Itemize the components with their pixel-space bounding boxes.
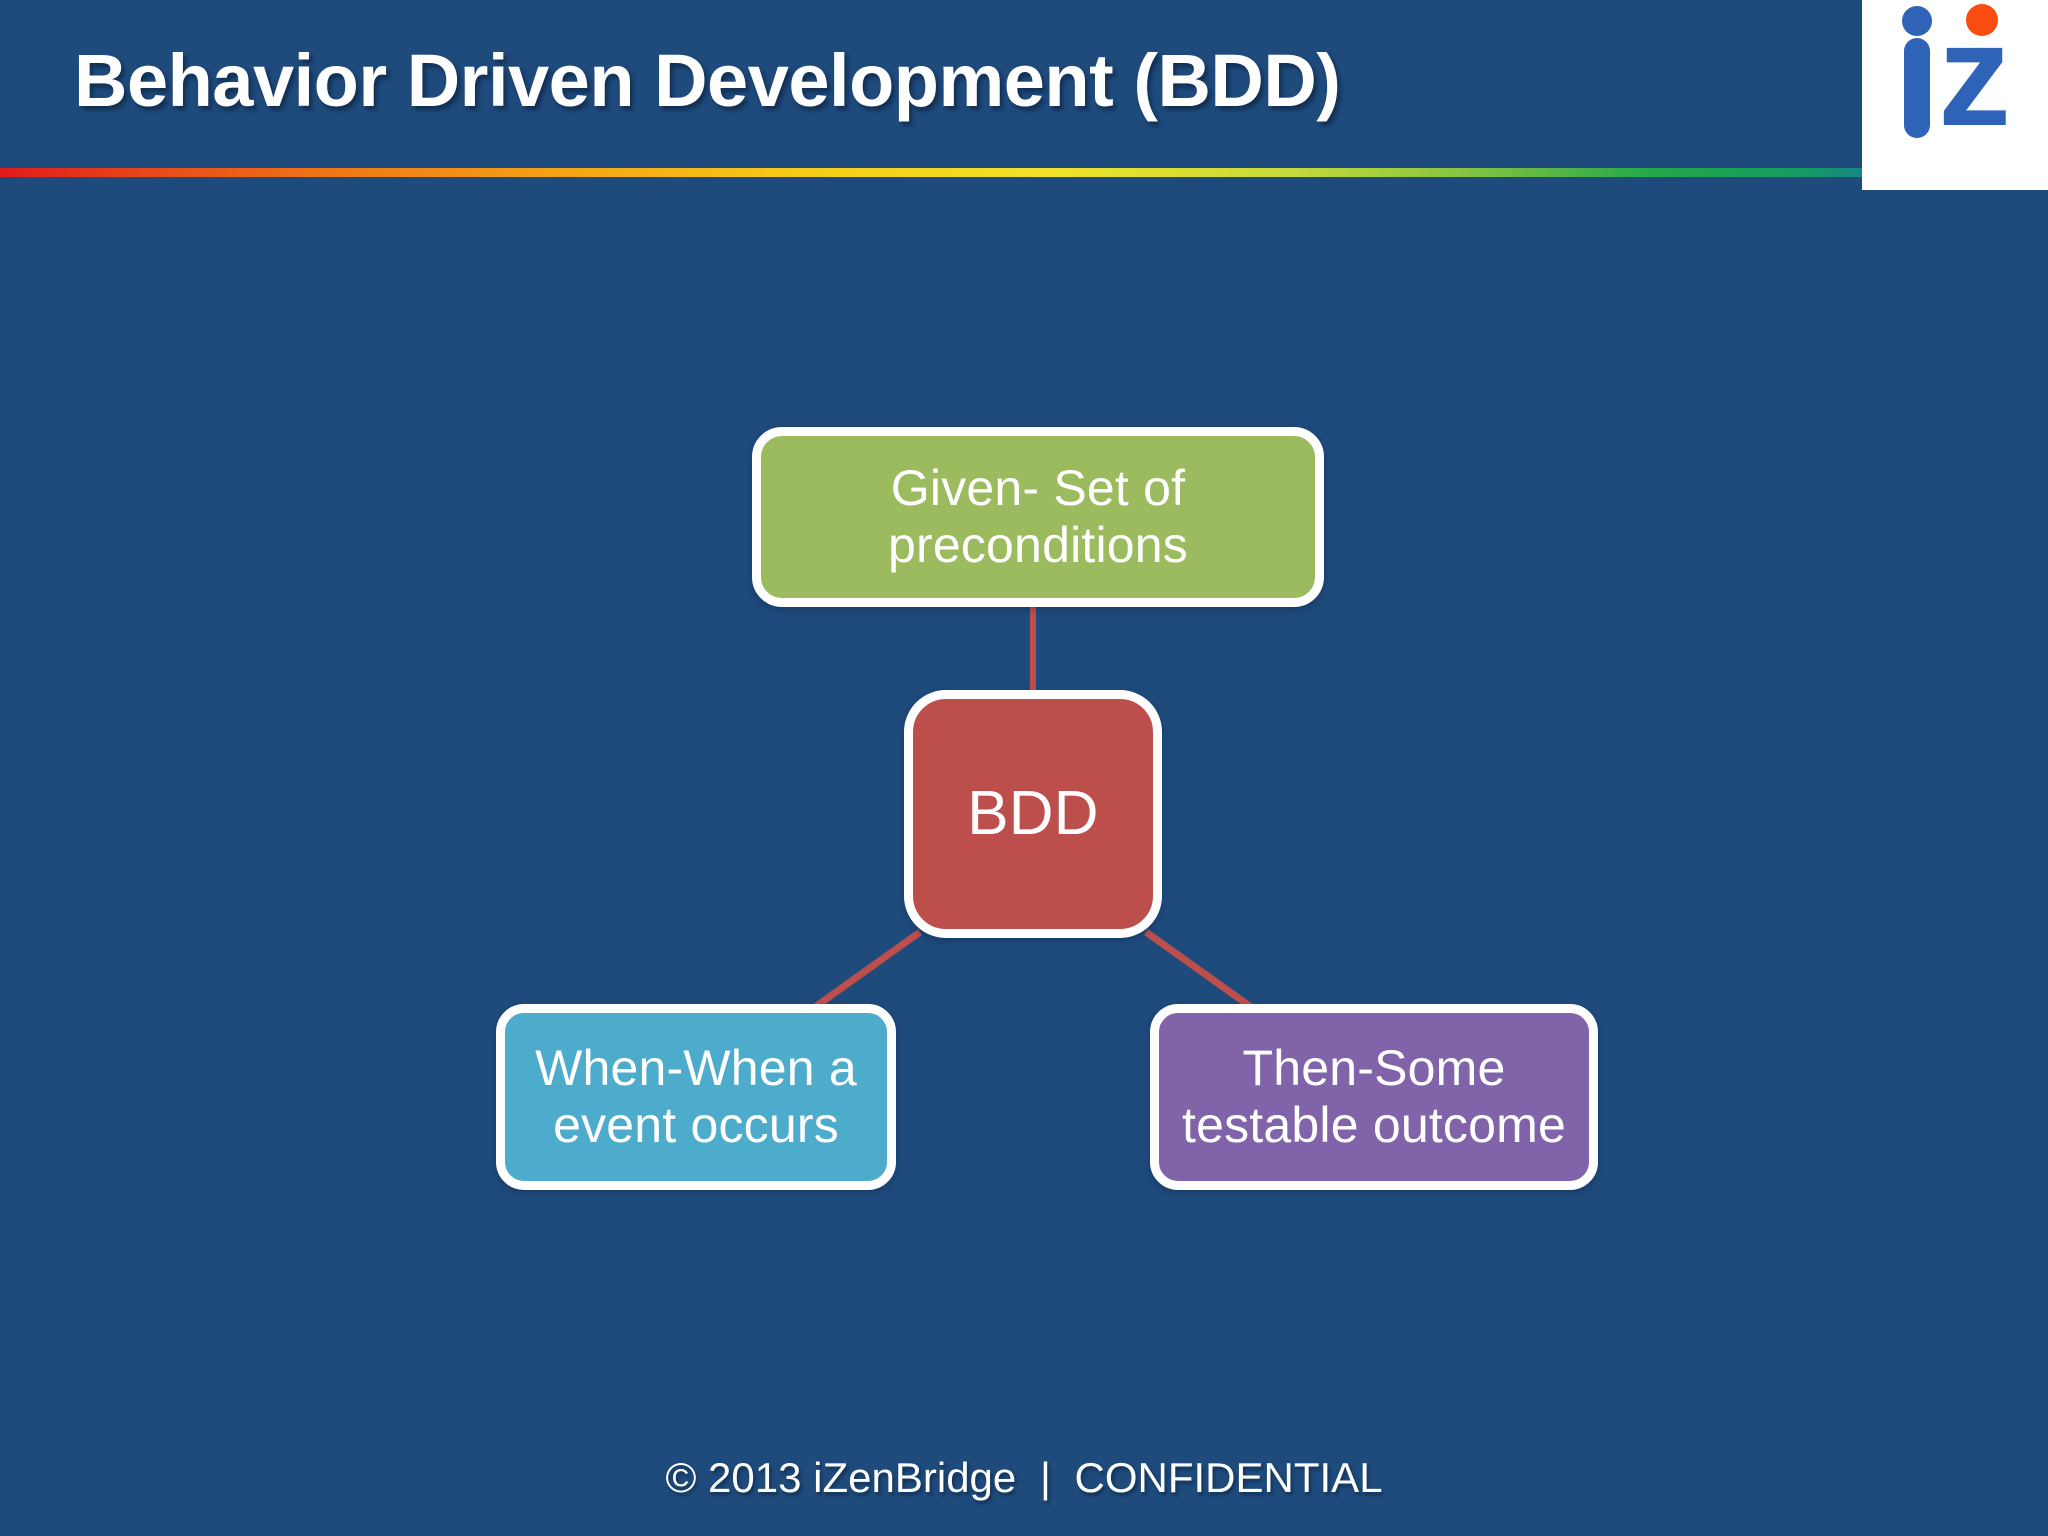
logo-i-stem-icon [1904, 38, 1930, 138]
node-when-label: When-When a event occurs [535, 1040, 857, 1153]
node-bdd[interactable]: BDD [904, 690, 1162, 938]
logo-z-dot-icon [1966, 4, 1998, 36]
footer-separator: | [1039, 1454, 1051, 1501]
izenbridge-logo: z [1862, 0, 2048, 190]
logo-i-dot-icon [1902, 6, 1932, 36]
node-given[interactable]: Given- Set of preconditions [752, 427, 1324, 607]
node-when[interactable]: When-When a event occurs [496, 1004, 896, 1190]
node-given-label: Given- Set of preconditions [887, 460, 1188, 573]
page-title: Behavior Driven Development (BDD) [74, 39, 1341, 122]
footer: © 2013 iZenBridge | CONFIDENTIAL [0, 1454, 2048, 1502]
node-then[interactable]: Then-Some testable outcome [1150, 1004, 1598, 1190]
node-bdd-label: BDD [967, 778, 1099, 848]
footer-classification: CONFIDENTIAL [1074, 1454, 1383, 1501]
title-divider-gradient [0, 168, 1878, 177]
connector-bdd-to-when [805, 929, 923, 1015]
node-then-label: Then-Some testable outcome [1182, 1040, 1566, 1153]
footer-copyright: © 2013 iZenBridge [665, 1454, 1017, 1501]
connector-bdd-to-then [1143, 929, 1261, 1015]
